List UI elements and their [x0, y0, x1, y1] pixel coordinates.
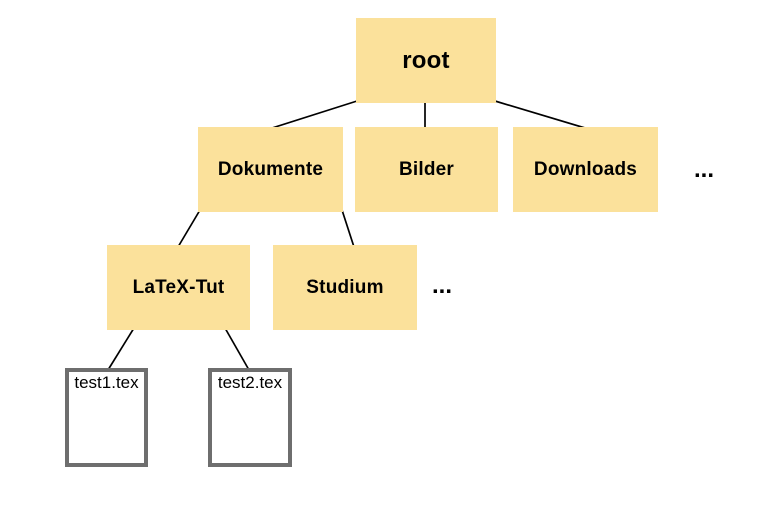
node-dokumente-label: Dokumente	[217, 158, 324, 180]
node-root: root	[356, 18, 496, 103]
level2-ellipsis-text: ...	[694, 156, 715, 183]
edge-latex-tut-test1	[107, 327, 135, 371]
level3-ellipsis-text: ...	[432, 272, 453, 299]
edge-dokumente-studium	[341, 209, 355, 248]
edge-root-downloads	[494, 100, 586, 129]
node-file-test2: test2.tex	[208, 368, 292, 467]
node-dokumente: Dokumente	[198, 127, 343, 212]
node-bilder-label: Bilder	[398, 158, 455, 180]
node-root-label: root	[402, 46, 450, 74]
edge-latex-tut-test2	[224, 327, 250, 371]
node-studium-label: Studium	[306, 276, 384, 298]
level2-ellipsis: ...	[694, 158, 714, 182]
file-test2-label: test2.tex	[217, 373, 283, 392]
node-latex-tut: LaTeX-Tut	[107, 245, 250, 330]
node-studium: Studium	[273, 245, 417, 330]
level3-ellipsis: ...	[432, 274, 452, 298]
node-latex-tut-label: LaTeX-Tut	[132, 276, 225, 298]
file-test1-label: test1.tex	[74, 373, 139, 392]
node-bilder: Bilder	[355, 127, 498, 212]
node-file-test1: test1.tex	[65, 368, 148, 467]
node-downloads-label: Downloads	[533, 158, 638, 180]
edge-dokumente-latex-tut	[177, 209, 201, 248]
edge-root-dokumente	[271, 100, 358, 129]
node-downloads: Downloads	[513, 127, 658, 212]
